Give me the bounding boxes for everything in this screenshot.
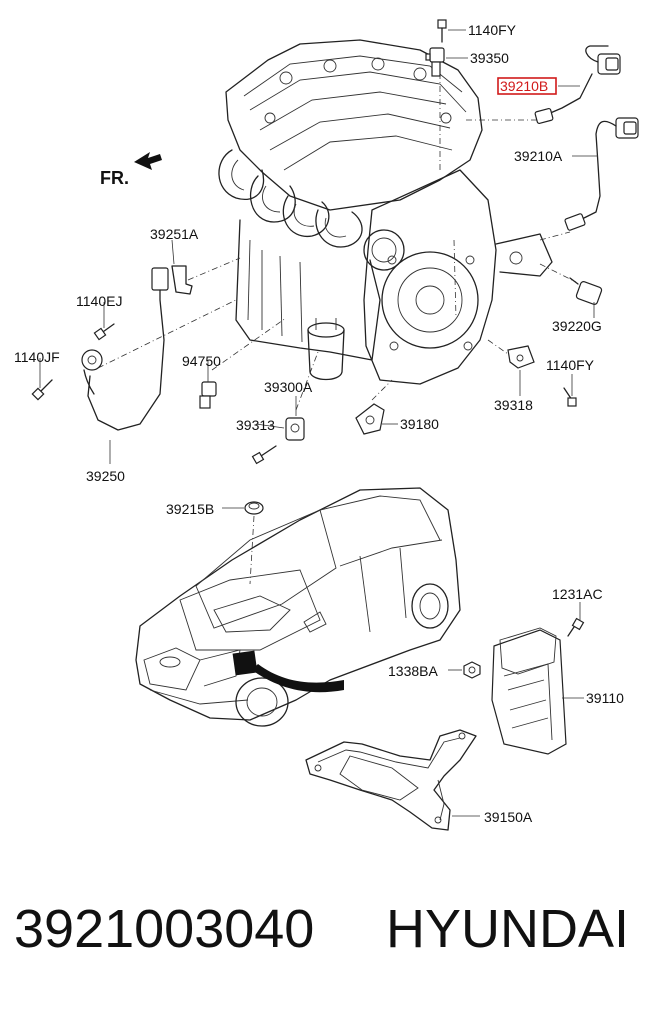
bolt-1140fy-mid bbox=[563, 387, 577, 407]
label-39300a: 39300A bbox=[264, 379, 313, 395]
nut-1338ba bbox=[463, 661, 481, 679]
sensor-94750 bbox=[199, 381, 217, 409]
label-39313: 39313 bbox=[236, 417, 275, 433]
vehicle-drawing bbox=[135, 487, 461, 727]
label-1140fy-top: 1140FY bbox=[468, 22, 517, 38]
label-39210a: 39210A bbox=[514, 148, 563, 164]
label-1140jf: 1140JF bbox=[14, 349, 60, 365]
oxygen-sensor-39210b bbox=[534, 45, 621, 125]
label-39210b: 39210B bbox=[500, 78, 548, 94]
label-39180: 39180 bbox=[400, 416, 439, 432]
bracket-39251a bbox=[87, 265, 193, 431]
direction-label: FR. bbox=[100, 168, 129, 188]
front-direction-indicator: FR. bbox=[100, 152, 162, 188]
sensor-39300a bbox=[285, 417, 305, 441]
label-39220g: 39220G bbox=[552, 318, 602, 334]
label-39110: 39110 bbox=[586, 690, 624, 706]
sensor-39220g bbox=[569, 277, 603, 305]
label-1231ac: 1231AC bbox=[552, 586, 603, 602]
bracket-39150a bbox=[305, 729, 477, 831]
bolt-1140jf bbox=[31, 379, 53, 401]
engine-assembly-drawing bbox=[97, 39, 577, 411]
part-labels: 1140FY 39350 39210B 39210A 39251A 1140EJ… bbox=[14, 22, 624, 825]
sensor-39180 bbox=[355, 403, 385, 435]
grommet-39215b bbox=[244, 501, 264, 515]
knock-sensor-39250 bbox=[81, 349, 103, 395]
sensor-39350 bbox=[425, 47, 445, 77]
label-1140ej: 1140EJ bbox=[76, 293, 122, 309]
front-arrow-icon bbox=[134, 152, 162, 170]
bolt-1231ac bbox=[567, 617, 585, 637]
label-39318: 39318 bbox=[494, 397, 533, 413]
bolt-39313 bbox=[251, 445, 277, 465]
highlight-box-39210b bbox=[497, 77, 557, 95]
label-94750: 94750 bbox=[182, 353, 221, 369]
caption-bar: 3921003040 HYUNDAI bbox=[0, 898, 653, 988]
parts-diagram: FR. bbox=[14, 19, 639, 831]
oxygen-sensor-39210a bbox=[564, 117, 639, 231]
brand-name: HYUNDAI bbox=[386, 899, 630, 959]
sensor-39318 bbox=[507, 345, 535, 369]
label-39251a: 39251A bbox=[150, 226, 199, 242]
part-number: 3921003040 bbox=[14, 899, 315, 959]
label-39215b: 39215B bbox=[166, 501, 214, 517]
leader-lines bbox=[39, 29, 598, 817]
label-39250: 39250 bbox=[86, 468, 125, 484]
label-39350: 39350 bbox=[470, 50, 509, 66]
bolt-1140ej bbox=[93, 323, 115, 341]
label-1338ba: 1338BA bbox=[388, 663, 438, 679]
label-1140fy-mid: 1140FY bbox=[546, 357, 595, 373]
label-39150a: 39150A bbox=[484, 809, 533, 825]
ecu-39110 bbox=[491, 627, 567, 755]
bolt-1140fy-top bbox=[437, 19, 447, 43]
